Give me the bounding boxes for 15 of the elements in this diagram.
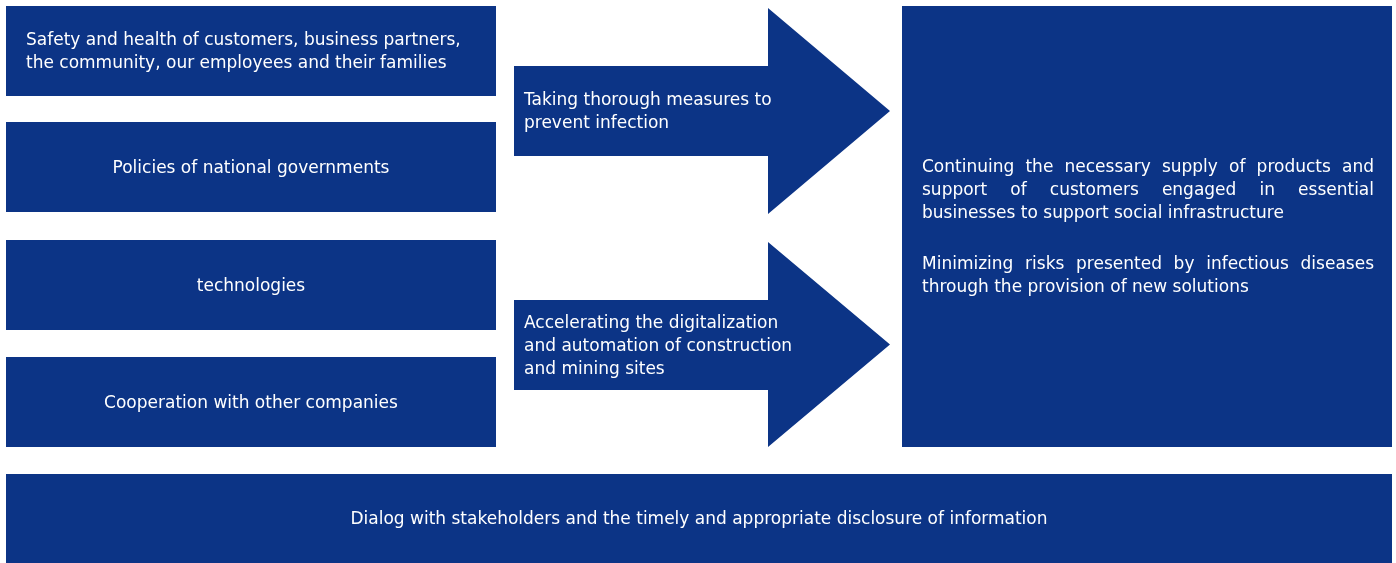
foundation-band bbox=[6, 474, 1392, 563]
box-text: Continuing the necessary supply of products and support of customers engaged in essential businesses to support social infrastructure bbox=[922, 155, 1374, 224]
box-text: technologies bbox=[195, 273, 307, 297]
box-text: Policies of national governments bbox=[111, 155, 391, 179]
box-text: Minimizing risks presented by infectious diseases through the provision of new solutions bbox=[922, 252, 1374, 298]
outcome-box bbox=[902, 6, 1392, 447]
box-text: Safety and health of customers, business partners, the community, our employees and their families bbox=[26, 28, 462, 74]
factor-box bbox=[6, 122, 496, 212]
arrow-text: Taking thorough measures to prevent infection bbox=[524, 88, 773, 134]
factor-box bbox=[6, 357, 496, 447]
box-text: Dialog with stakeholders and the timely and appropriate disclosure of information bbox=[349, 507, 1049, 530]
factor-box bbox=[6, 6, 496, 96]
arrow-text: Accelerating the digitalization and automation of construction and mining sites bbox=[524, 310, 794, 380]
factor-box bbox=[6, 240, 496, 330]
box-text: Cooperation with other companies bbox=[103, 390, 399, 414]
